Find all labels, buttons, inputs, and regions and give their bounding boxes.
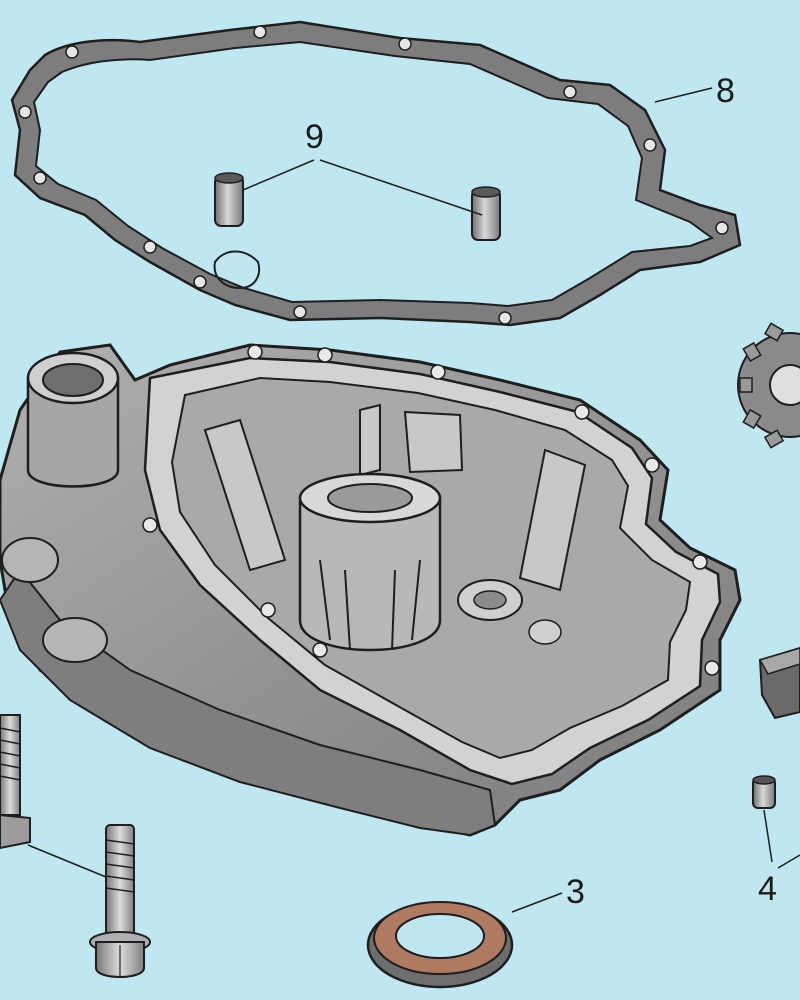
filler-neck (26, 351, 120, 488)
leader-lines (27, 87, 800, 913)
callout-9: 9 (305, 118, 324, 156)
leader-line-9a (242, 159, 315, 191)
bolt-left (0, 714, 31, 850)
central-boss (298, 472, 442, 652)
leader-line-4b (777, 854, 800, 869)
oil-seal (366, 901, 514, 989)
callout-8: 8 (716, 72, 735, 110)
dowel-pin-right (471, 186, 501, 241)
leader-line-8 (654, 87, 713, 103)
gear (737, 322, 800, 449)
leader-line-bolts (27, 844, 107, 878)
callout-4: 4 (758, 870, 777, 908)
bolt-center (89, 824, 151, 978)
dowel-pin-left (214, 172, 244, 227)
gasket (10, 20, 742, 327)
callout-3: 3 (566, 873, 585, 911)
small-pin (752, 775, 776, 809)
leader-line-3 (511, 892, 563, 913)
leader-line-4 (763, 809, 773, 863)
small-block (758, 646, 800, 720)
crankcase-cover (0, 343, 742, 837)
leader-line-9b (319, 159, 483, 216)
